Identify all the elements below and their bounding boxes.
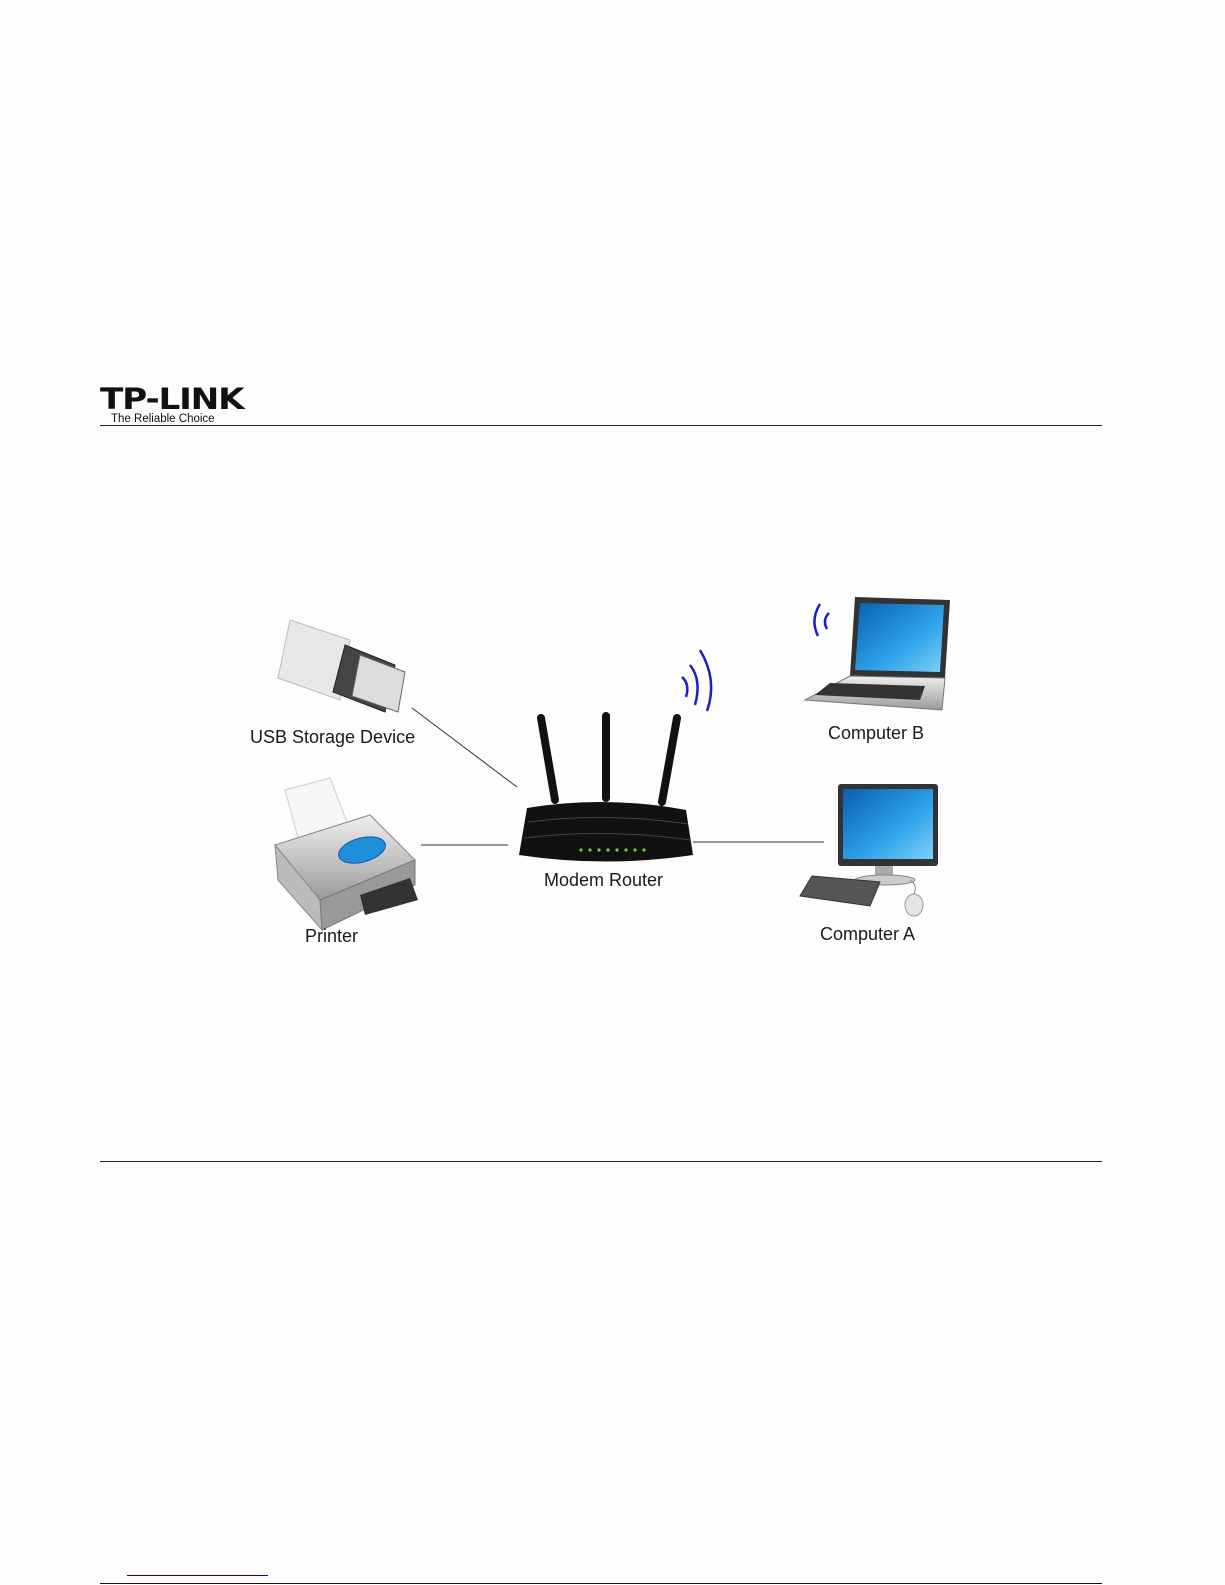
- laptop-wifi-icon: [813, 603, 830, 637]
- footer-divider: [100, 1161, 1102, 1162]
- computer-a-label: Computer A: [820, 924, 916, 944]
- laptop-icon: [803, 597, 950, 711]
- header-divider: [100, 425, 1102, 426]
- desktop-computer-icon: [799, 784, 938, 917]
- printer-label: Printer: [305, 926, 359, 946]
- router-label: Modem Router: [544, 870, 664, 890]
- page-bottom-rule: [100, 1583, 1102, 1584]
- usb-storage-icon: [277, 619, 406, 713]
- footer-link[interactable]: [127, 1566, 268, 1576]
- logo-tagline: The Reliable Choice: [111, 413, 215, 425]
- router-wifi-icon: [681, 649, 713, 712]
- usb-storage-label: USB Storage Device: [250, 727, 416, 747]
- computer-b-label: Computer B: [828, 723, 925, 743]
- connection-lines: [411, 707, 824, 846]
- router-icon: [519, 712, 693, 862]
- printer-icon: [274, 777, 418, 932]
- tp-link-logo: TP-LINK: [100, 382, 245, 416]
